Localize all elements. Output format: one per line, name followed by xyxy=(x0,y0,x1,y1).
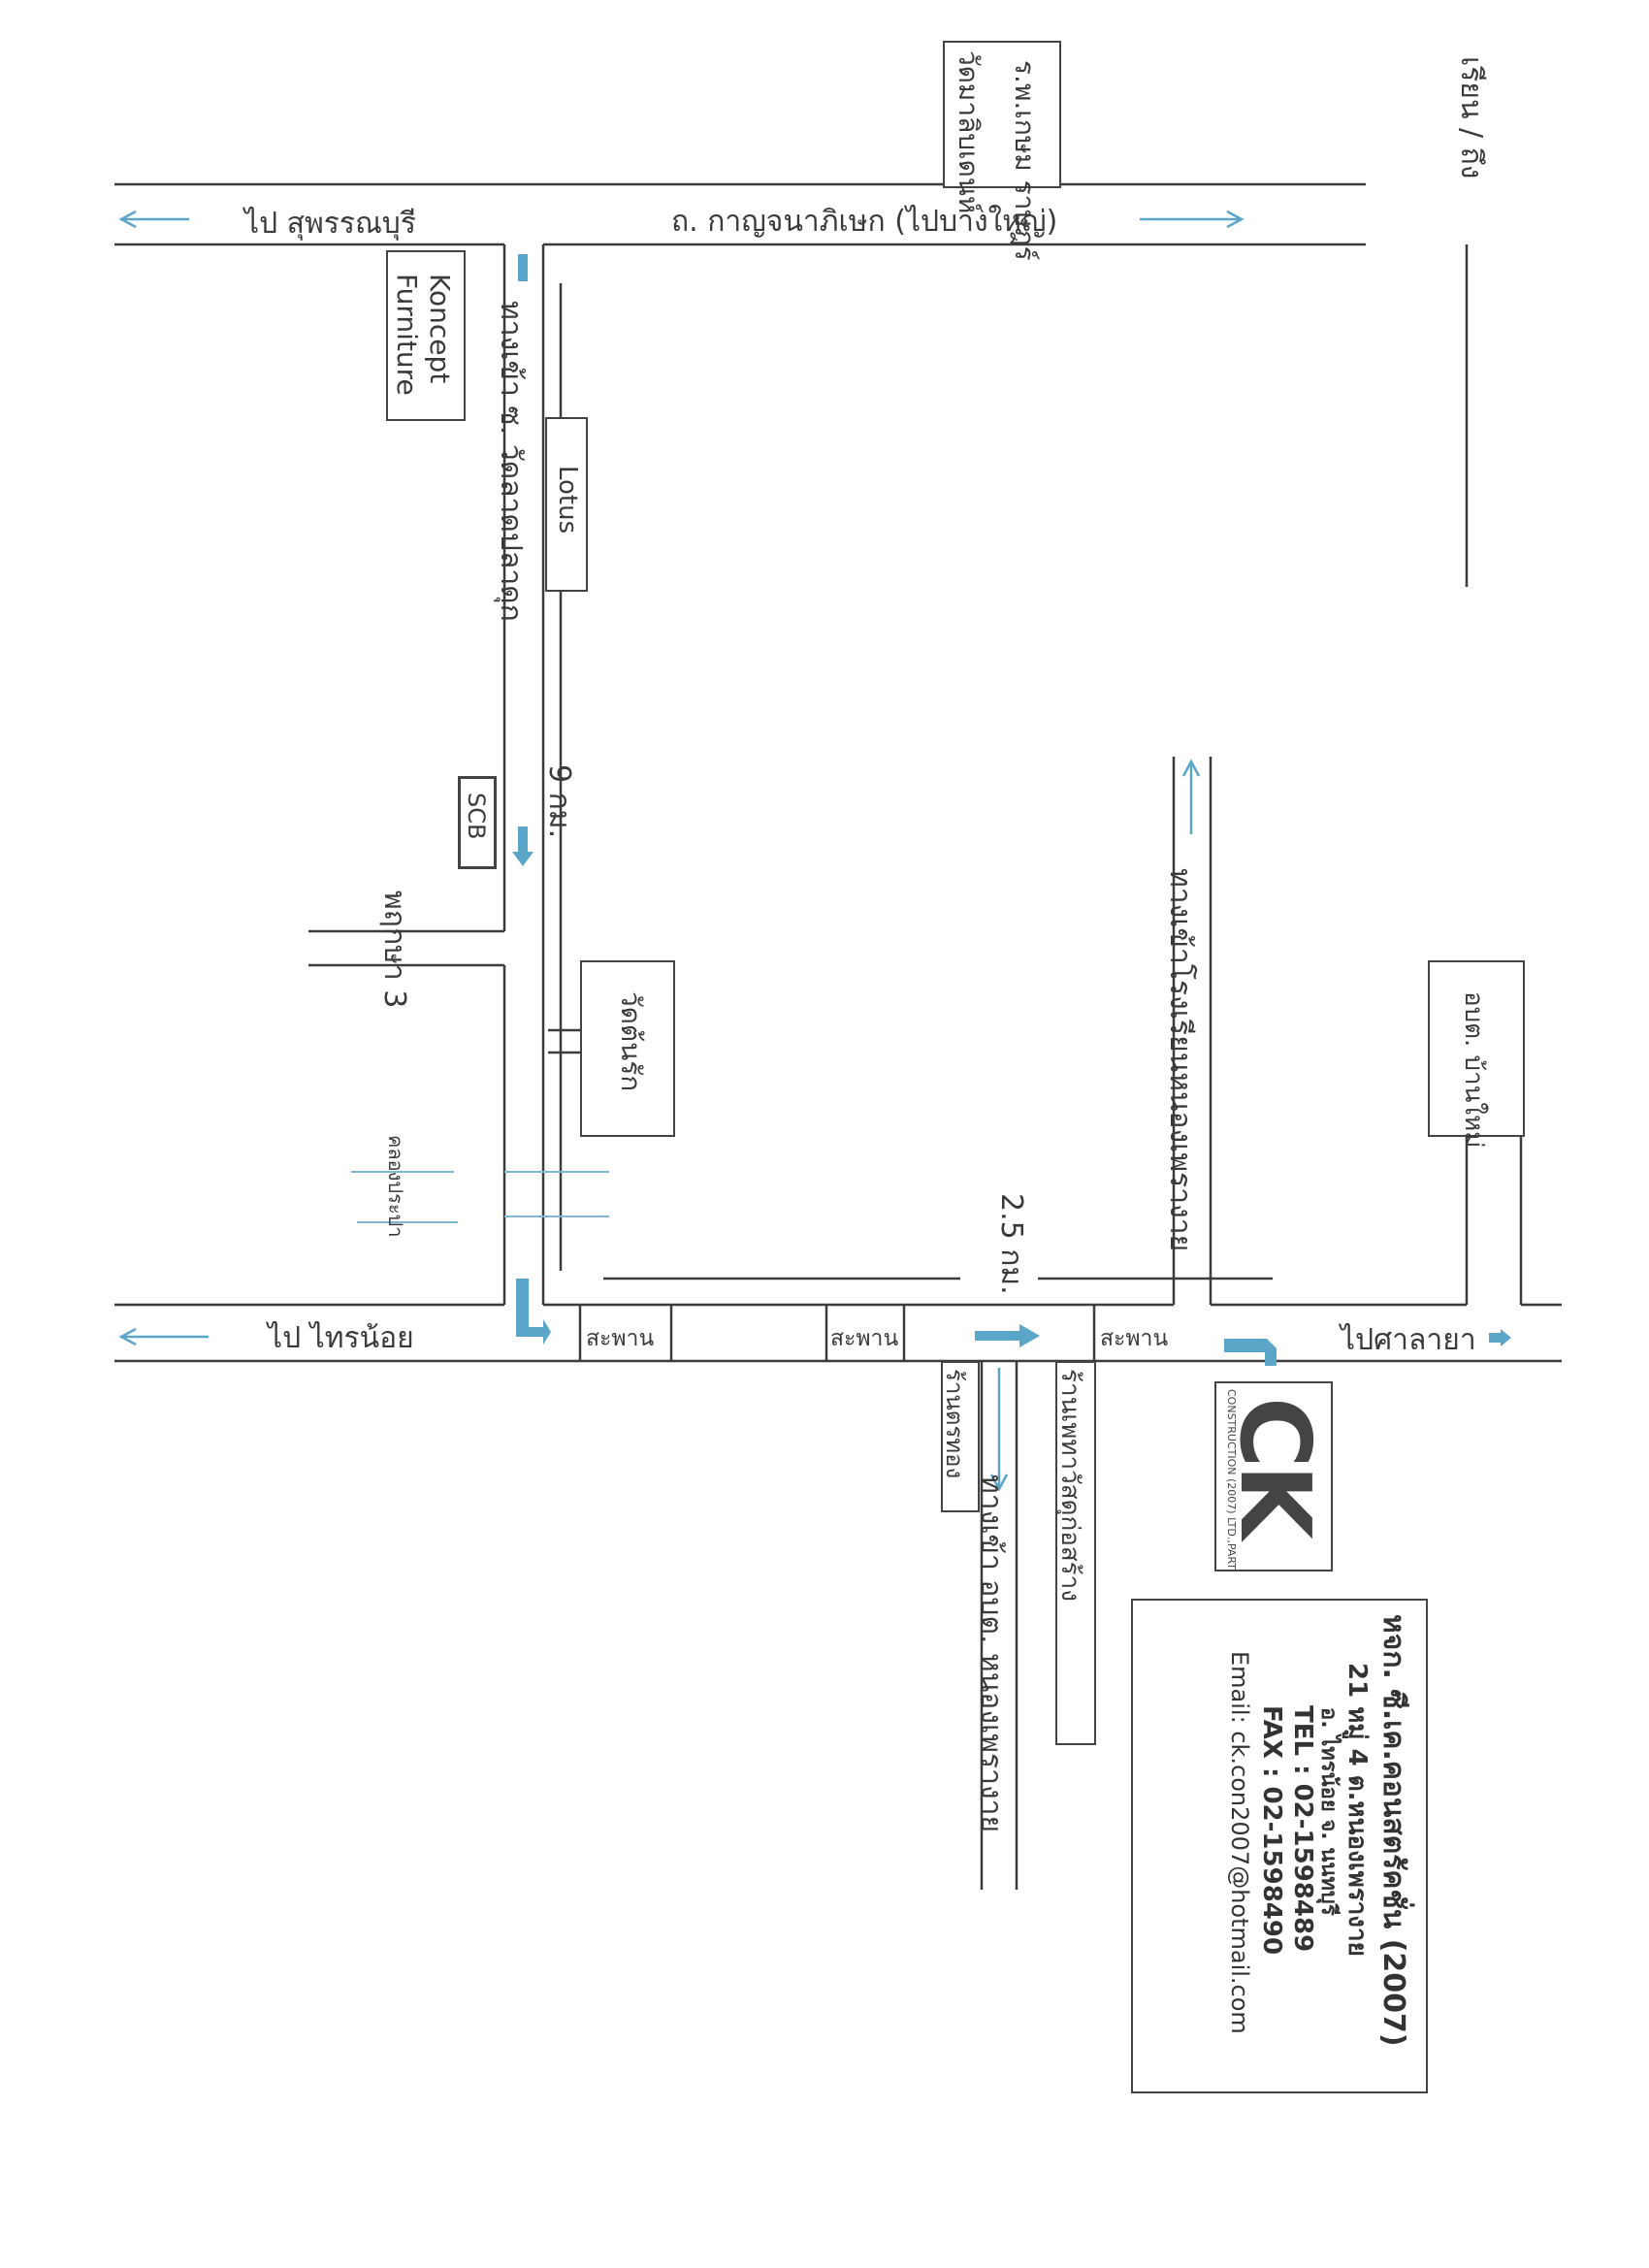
koncept-furniture-label: Koncept Furniture xyxy=(391,274,456,396)
school-road-label: ทางเข้าโรงเรียนหนองเพรางาย xyxy=(1163,868,1197,1252)
company-email: Email: ck.con2007@hotmail.com xyxy=(1226,1651,1253,2034)
arrow-head-to-sai-noi xyxy=(118,1327,137,1346)
thick-arrow-head-salaya xyxy=(1501,1329,1511,1346)
to-salaya-label: ไปศาลายา xyxy=(1341,1323,1476,1357)
arrow-head-to-suphanburi xyxy=(118,210,137,229)
scb-label: SCB xyxy=(463,793,490,840)
logo-mark: CK xyxy=(1218,1397,1332,1536)
thick-arrow-head-mid xyxy=(1019,1324,1040,1347)
thick-turn-arrow-logo xyxy=(1224,1339,1277,1366)
wat-lat-pla-duk-road-label: ทางเข้า ซ. วัดลาดปลาดุก xyxy=(494,301,528,622)
thick-arrow-right-mid xyxy=(975,1331,1019,1341)
logo-subtitle: CONSTRUCTION (2007) LTD.,PART. xyxy=(1225,1389,1238,1572)
bridge-label-1: สะพาน xyxy=(586,1326,655,1351)
gold-shop-box: ร้านตรทอง xyxy=(941,1361,980,1512)
arrow-head-to-bang-yai xyxy=(1226,210,1245,229)
gold-shop-label: ร้านตรทอง xyxy=(941,1369,968,1479)
wat-ton-rak-label: วัดต้นรัก xyxy=(615,991,647,1092)
material-shop-box: ร้านเพทาวัสดุก่อสร้าง xyxy=(1055,1361,1096,1745)
hospital-label: ร.พ.เกษม ราษฎร์ xyxy=(1009,60,1041,261)
corner-text: เรียน / ถึง xyxy=(1454,56,1488,179)
junction-label: พฤกษา 3 xyxy=(377,891,411,1009)
thick-arrow-head-2 xyxy=(512,852,534,866)
thick-arrow-down-1 xyxy=(518,254,528,281)
scb-box: SCB xyxy=(458,776,497,869)
thick-arrow-salaya xyxy=(1489,1333,1501,1343)
lotus-label: Lotus xyxy=(553,466,582,535)
arrow-head-school xyxy=(1181,759,1201,777)
obt-ban-mai-box: อบต. บ้านใหม่ xyxy=(1428,960,1525,1148)
distance-2-5km: 2.5 กม. xyxy=(994,1193,1028,1295)
company-info-box: หจก. ซี.เค.คอนสตรัคชั่น (2007) 21 หมู่ 4… xyxy=(1131,1599,1428,2093)
to-suphanburi-label: ไป สุพรรณบุรี xyxy=(244,207,416,241)
hospital-box: ร.พ.เกษม ราษฎร์ วัดมาลิบเดนห์ xyxy=(943,41,1061,261)
obt-road-label: ทางเข้า อบต. หนองเพรางาย xyxy=(974,1474,1008,1833)
distance-9km: 9 กม. xyxy=(542,764,576,839)
bridge-label-2: สะพาน xyxy=(830,1326,899,1351)
lotus-box: Lotus xyxy=(545,417,588,592)
to-sai-noi-label: ไป ไทรน้อย xyxy=(268,1321,414,1355)
bridge-label-3: สะพาน xyxy=(1100,1326,1169,1351)
thick-arrow-down-2 xyxy=(518,826,528,852)
company-tel: TEL : 02-1598489 xyxy=(1288,1705,1317,1953)
material-shop-label: ร้านเพทาวัสดุก่อสร้าง xyxy=(1055,1369,1084,1602)
canal-label: คลองประปา xyxy=(384,1135,407,1238)
company-name: หจก. ซี.เค.คอนสตรัคชั่น (2007) xyxy=(1376,1614,1410,2047)
main-road-label: ถ. กาญจนาภิเษก (ไปบางใหญ่) xyxy=(671,205,1058,239)
koncept-furniture-box: Koncept Furniture xyxy=(386,250,466,421)
company-district: อ. ไทรน้อย จ. นนทบุรี xyxy=(1316,1707,1341,1916)
company-fax: FAX : 02-1598490 xyxy=(1257,1705,1286,1956)
company-logo: CK CONSTRUCTION (2007) LTD.,PART. xyxy=(1214,1381,1333,1571)
thick-turn-arrow-left xyxy=(516,1279,551,1345)
temple-top-label: วัดมาลิบเดนห์ xyxy=(953,50,985,214)
arrow-head-obt xyxy=(989,1474,1009,1492)
obt-ban-mai-label: อบต. บ้านใหม่ xyxy=(1459,991,1488,1149)
wat-ton-rak-box: วัดต้นรัก xyxy=(580,960,675,1137)
